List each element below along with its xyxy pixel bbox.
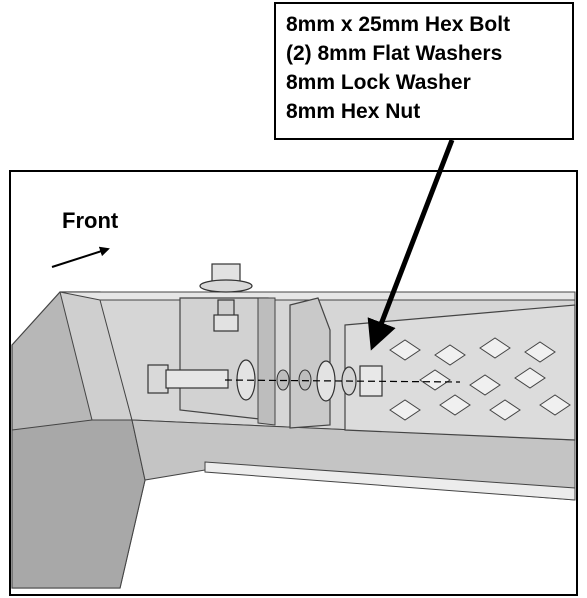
callout-leader-arrow — [367, 139, 455, 351]
callout-nut: 8mm Hex Nut — [286, 100, 421, 123]
bumper-bottom-edge — [204, 461, 576, 501]
step-plate-holes — [389, 337, 571, 421]
hex-bolt — [147, 364, 229, 394]
hardware-callout: 8mm x 25mm Hex Bolt (2) 8mm Flat Washers… — [274, 2, 574, 140]
front-arrow — [51, 246, 110, 268]
front-label: Front — [62, 208, 119, 233]
top-hex-bolt — [199, 263, 253, 332]
bolt-axis-line — [224, 379, 461, 383]
callout-bolt: 8mm x 25mm Hex Bolt — [286, 13, 511, 36]
frame-hole — [298, 369, 312, 391]
callout-flat-washers: (2) 8mm Flat Washers — [286, 42, 503, 65]
bracket-flange — [257, 297, 276, 426]
bumper-left-lower — [11, 419, 146, 589]
callout-lock-washer: 8mm Lock Washer — [286, 71, 471, 94]
